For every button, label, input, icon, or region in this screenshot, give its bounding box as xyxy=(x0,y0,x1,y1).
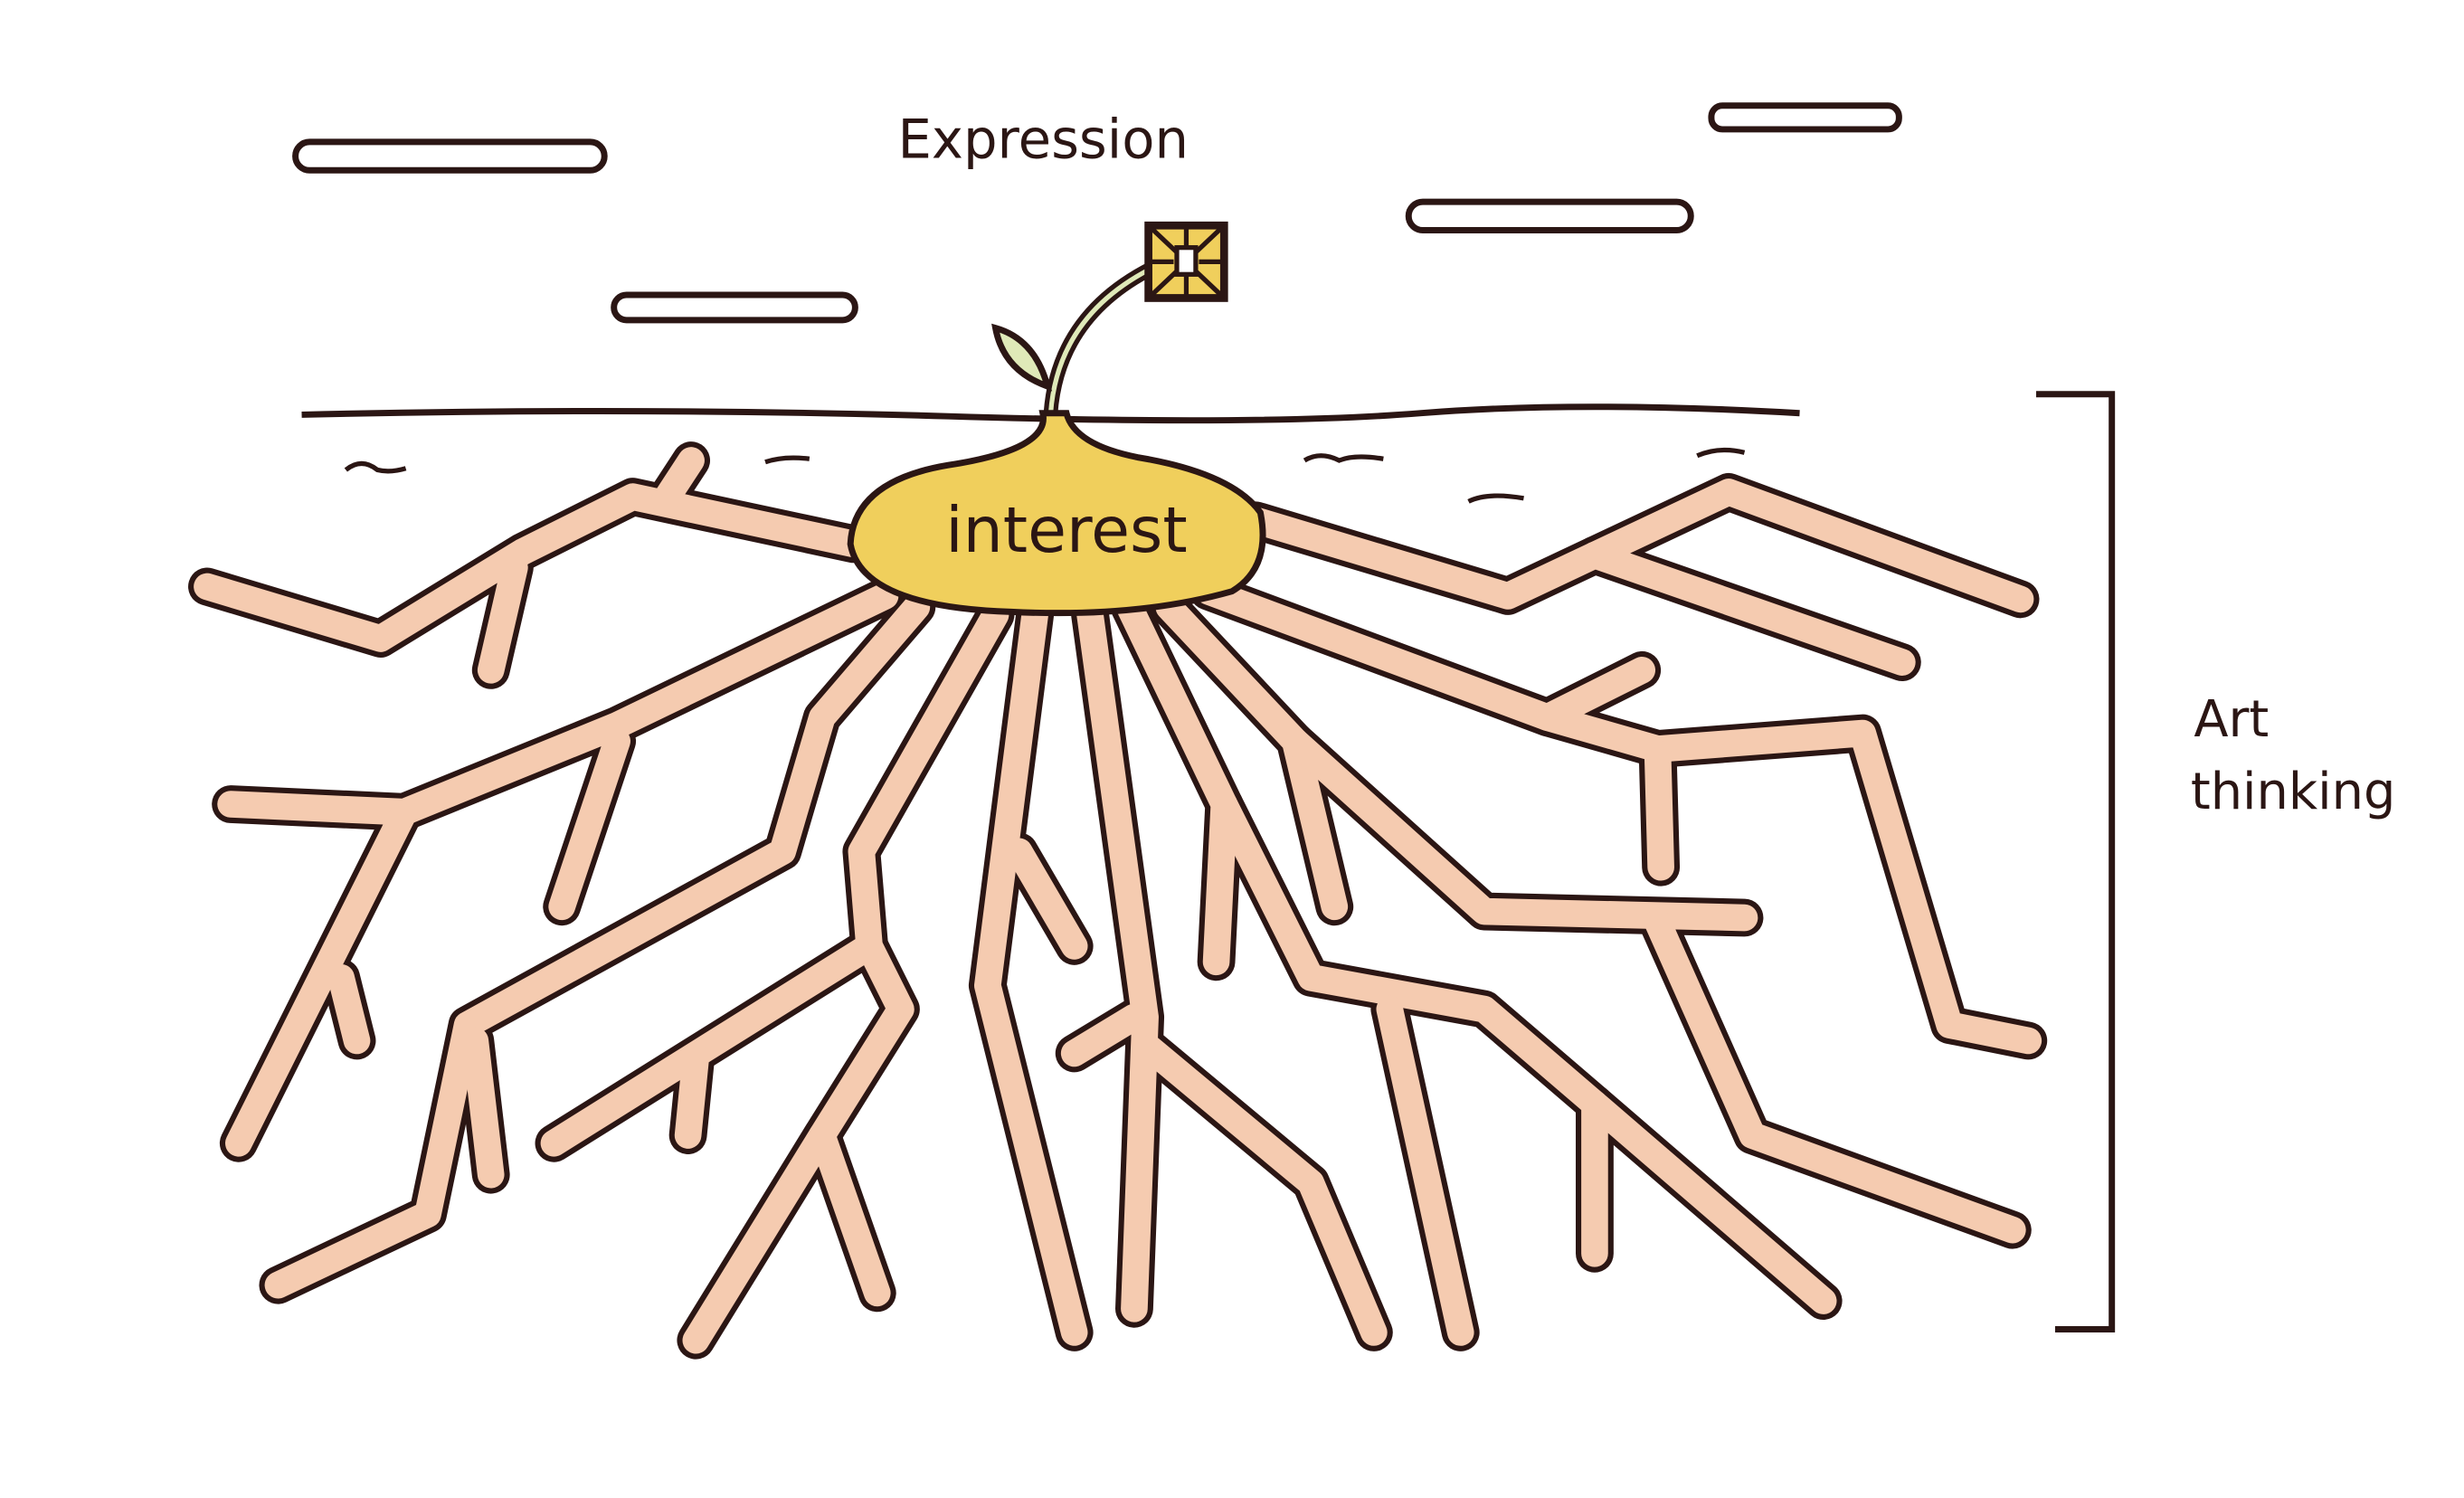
cloud xyxy=(1405,198,1694,233)
flower xyxy=(1144,221,1228,302)
roots xyxy=(188,441,2048,1360)
root-branch xyxy=(1242,479,2034,613)
interest-bulb xyxy=(847,410,1266,617)
cloud xyxy=(1708,102,1902,133)
interest-label: interest xyxy=(945,494,1187,567)
root-branch xyxy=(973,602,1088,1346)
root-branch xyxy=(1644,740,1674,881)
root-branch xyxy=(1136,1035,1388,1346)
root-branch xyxy=(540,602,1009,1157)
root-branch xyxy=(1644,908,2026,1244)
root-branch xyxy=(535,595,1015,1162)
root-branch xyxy=(808,1122,891,1307)
root-branch xyxy=(1533,704,2042,1055)
root-branch xyxy=(1581,541,1916,676)
thinking-label: thinking xyxy=(2191,763,2396,821)
root-branch xyxy=(194,483,867,652)
root-branch xyxy=(217,583,899,826)
root-branch xyxy=(682,933,915,1354)
cloud xyxy=(611,291,858,324)
root-branch xyxy=(1076,602,1159,1323)
soil-marks xyxy=(344,447,1746,504)
ground-line xyxy=(301,403,1800,424)
cloud xyxy=(292,138,608,174)
root-branch xyxy=(650,447,705,516)
root-branch xyxy=(1005,838,1088,960)
root-branch xyxy=(264,593,931,1299)
root-branch xyxy=(1210,791,1837,1314)
leaf xyxy=(991,323,1053,392)
root-branch xyxy=(548,727,630,921)
root-branch xyxy=(1528,698,2048,1060)
root-branch xyxy=(327,963,371,1055)
root-branch xyxy=(1376,995,1474,1346)
expression-label: Expression xyxy=(897,108,1189,170)
root-branch xyxy=(477,554,528,684)
root-branch xyxy=(674,1043,710,1149)
bracket xyxy=(2036,391,2116,1332)
clouds xyxy=(292,102,1902,324)
root-branch xyxy=(224,798,418,1157)
root-branch xyxy=(1060,1003,1148,1067)
root-branch xyxy=(461,1027,505,1189)
art-label: Art xyxy=(2194,690,2269,749)
